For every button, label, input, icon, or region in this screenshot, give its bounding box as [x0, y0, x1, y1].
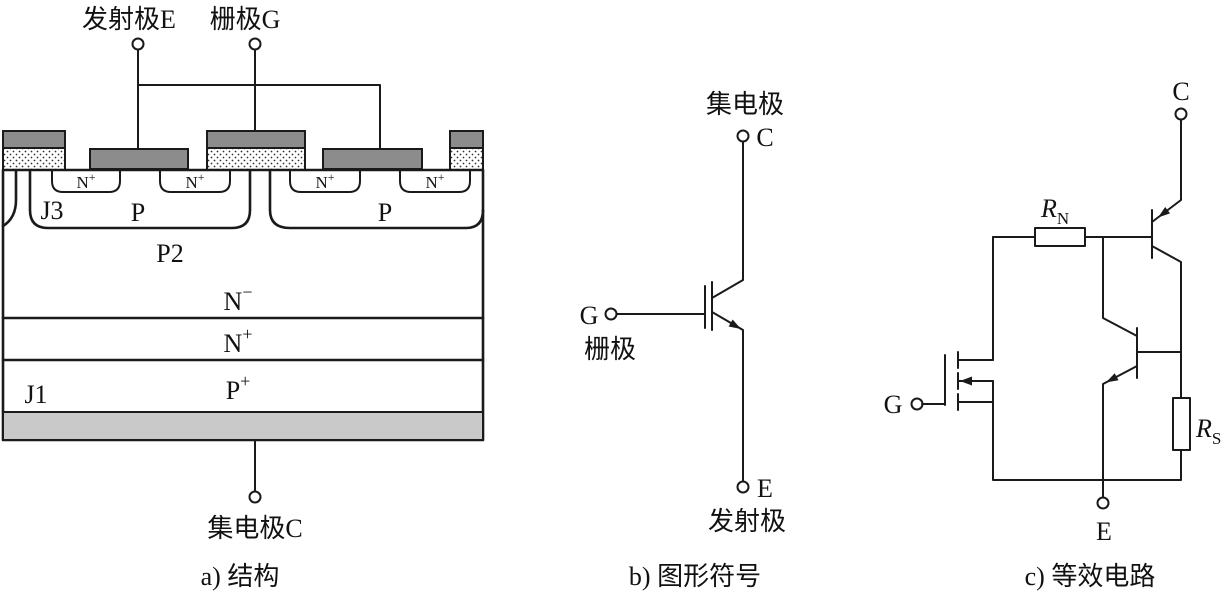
- npn-emitter-arrow: [1106, 373, 1119, 383]
- symbol-collector-letter: C: [756, 123, 773, 152]
- n-plus-layer-label: N+: [224, 324, 253, 358]
- resistor-rn-label-sub: N: [1057, 209, 1069, 228]
- p-plus-layer-label-base: P: [226, 376, 240, 405]
- gate-terminal-label: 栅极G: [210, 5, 281, 34]
- resistor-rn: [1034, 227, 1086, 247]
- p-well-right: [268, 168, 485, 230]
- p2-label: P2: [156, 239, 183, 268]
- n-minus-layer-label: N−: [224, 282, 253, 316]
- panel-b-caption: b) 图形符号: [629, 562, 761, 591]
- n-plus-pocket-label: N+: [315, 170, 334, 192]
- oxide-block-left: [2, 147, 66, 171]
- emitter-bus-wire: [137, 84, 381, 150]
- resistor-rs: [1172, 397, 1191, 451]
- gate-terminal: [248, 37, 262, 51]
- n-plus-pocket-label: N+: [76, 170, 95, 192]
- panel-equivalent-circuit: C RN RS G E c: [884, 77, 1222, 591]
- n-plus-pocket-label: N+: [425, 170, 444, 192]
- circuit-emitter-letter: E: [1096, 517, 1112, 546]
- n-plus-pocket-label-sup: +: [198, 170, 205, 184]
- p-well-left-label: P: [131, 198, 145, 227]
- symbol-gate-letter: G: [580, 301, 599, 330]
- metal-block-left: [2, 130, 66, 149]
- emitter-terminal: [131, 37, 145, 51]
- n-plus-pocket-label-sup: +: [89, 170, 96, 184]
- n-plus-pocket: [399, 169, 471, 193]
- n-plus-pocket-label-base: N: [76, 173, 88, 192]
- circuit-collector-terminal: [1174, 107, 1188, 121]
- panel-c-caption: c) 等效电路: [1025, 562, 1156, 591]
- collector-terminal-label: 集电极C: [207, 514, 302, 543]
- symbol-emitter-terminal: [736, 480, 750, 494]
- n-plus-layer-label-sup: +: [242, 324, 252, 344]
- symbol-collector-name: 集电极: [706, 90, 784, 119]
- symbol-gate-name: 栅极: [584, 335, 636, 364]
- oxide-block-right: [449, 147, 484, 171]
- symbol-collector-terminal: [736, 129, 750, 143]
- emitter-terminal-label: 发射极E: [82, 5, 176, 34]
- junction-j3-label: J3: [40, 196, 63, 225]
- n-plus-pocket-label: N+: [185, 170, 204, 192]
- pnp-collector-lead: [1151, 245, 1182, 399]
- symbol-emitter-letter: E: [757, 474, 773, 503]
- n-plus-pocket-label-base: N: [315, 173, 327, 192]
- resistor-rs-label-sub: S: [1212, 429, 1221, 448]
- n-plus-pocket-label-sup: +: [438, 170, 445, 184]
- junction-j1-label: J1: [24, 380, 47, 409]
- resistor-rn-label-base: R: [1040, 194, 1057, 223]
- symbol-emitter-arrow: [728, 319, 741, 329]
- resistor-rs-label-base: R: [1195, 414, 1212, 443]
- resistor-rn-label: RN: [1040, 194, 1069, 228]
- metal-block-center: [206, 130, 306, 149]
- symbol-emitter-lead: [711, 311, 744, 482]
- p-well-left: [28, 168, 252, 230]
- pnp-emitter-lead: [1151, 119, 1182, 223]
- n-plus-pocket: [289, 169, 361, 193]
- semiconductor-body: [1, 168, 485, 442]
- gate-electrode-left: [89, 148, 189, 170]
- symbol-collector-lead: [711, 141, 744, 299]
- n-plus-pocket-label-base: N: [185, 173, 197, 192]
- mosfet-gate-terminal: [910, 397, 924, 411]
- p-well-right-label: P: [378, 198, 392, 227]
- return-wire: [992, 380, 1182, 481]
- n-plus-pocket: [159, 169, 231, 193]
- p-well-left-partial: [1, 168, 18, 228]
- resistor-rs-label: RS: [1195, 414, 1221, 448]
- circuit-emitter-terminal: [1096, 496, 1110, 510]
- metal-block-right: [449, 130, 484, 149]
- pnp-emitter-arrow: [1158, 207, 1170, 218]
- panel-structure: 发射极E 栅极G N+ N+ N+ N+: [1, 5, 485, 591]
- n-plus-layer-label-base: N: [224, 329, 243, 358]
- n-minus-layer-label-sup: −: [242, 282, 252, 302]
- collector-metal: [2, 411, 484, 441]
- n-plus-pocket: [51, 169, 121, 193]
- gate-electrode-right: [322, 148, 423, 170]
- collector-terminal: [248, 490, 262, 504]
- panel-symbol: 集电极 C G 栅极 E 发射极 b) 图形符号: [580, 90, 786, 591]
- npn-emitter-lead: [1102, 365, 1138, 498]
- p-plus-layer-label: P+: [226, 371, 251, 405]
- p-plus-layer-label-sup: +: [240, 371, 250, 391]
- npn-collector-lead: [1102, 236, 1138, 337]
- panel-a-caption: a) 结构: [201, 562, 280, 591]
- symbol-emitter-name: 发射极: [708, 507, 786, 536]
- symbol-gate-terminal: [604, 307, 618, 321]
- mosfet-body-arrow: [960, 376, 972, 386]
- circuit-collector-letter: C: [1172, 77, 1189, 106]
- circuit-gate-letter: G: [884, 390, 903, 419]
- oxide-block-center: [206, 147, 306, 171]
- n-plus-pocket-label-sup: +: [328, 170, 335, 184]
- n-plus-pocket-label-base: N: [425, 173, 437, 192]
- n-minus-layer-label-base: N: [224, 287, 243, 316]
